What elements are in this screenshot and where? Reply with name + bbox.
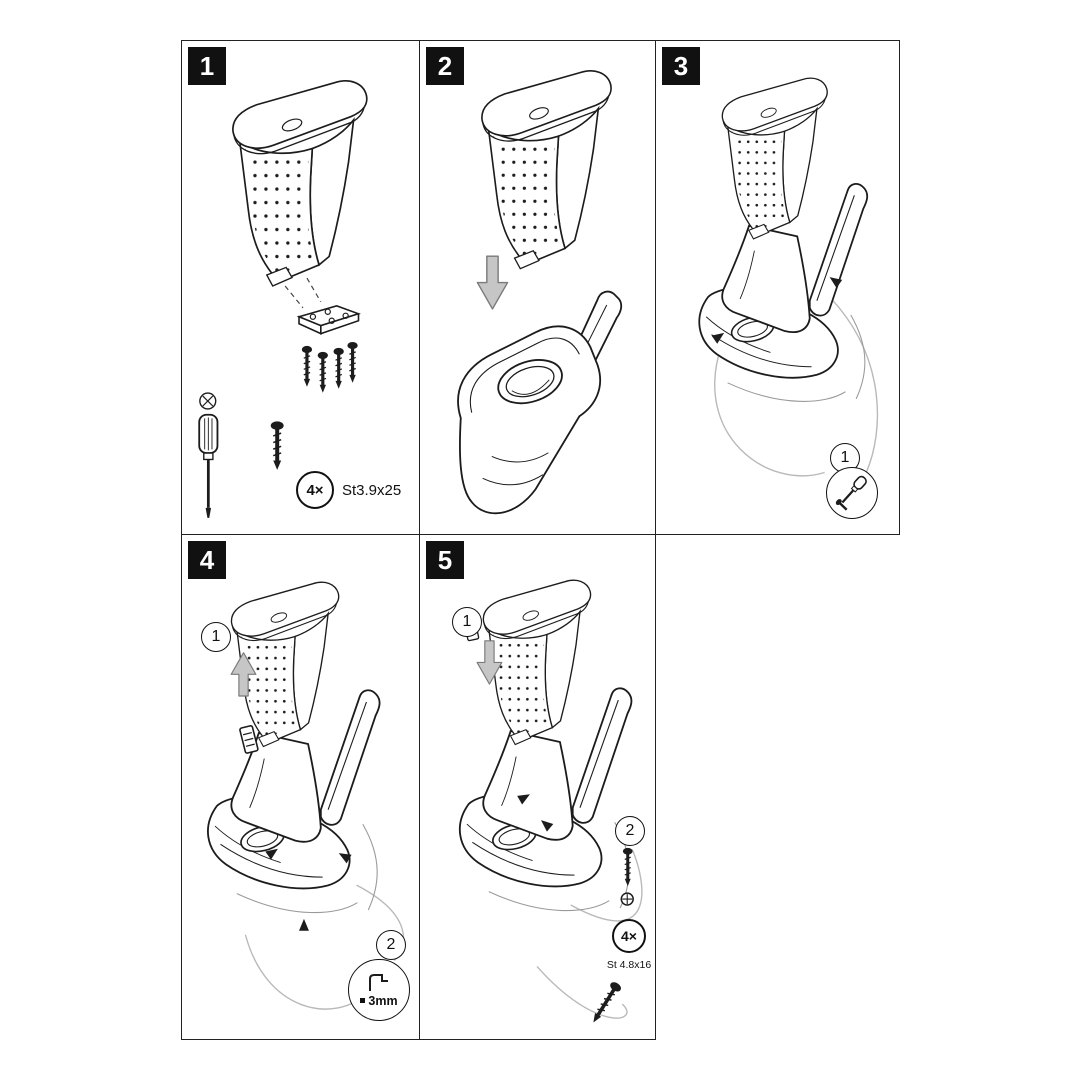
- leader-line: [830, 297, 879, 473]
- sample-screw-icon: [268, 419, 286, 472]
- arrow-down-icon: [476, 255, 509, 310]
- mounting-screw-icon: [345, 340, 360, 385]
- screwdriver-detail-circle: [826, 467, 878, 519]
- adapter-plate-icon: [298, 305, 360, 335]
- mounting-screw-icon: [300, 344, 314, 389]
- installed-armrest-drawing: [656, 41, 879, 477]
- panel-step-5: 5 1 2 4× St 4.8x16: [419, 534, 656, 1040]
- clip-detail-circle: 3mm: [348, 959, 410, 1021]
- screwdriver-icon: [197, 413, 219, 520]
- assembly-dashed-lines: [284, 277, 322, 309]
- fixing-screw-icon: [621, 846, 635, 888]
- panel-step-3: 3 1: [655, 40, 900, 535]
- panel-step-2: 2: [419, 40, 656, 535]
- callout-1: 1: [452, 607, 482, 637]
- step-number-badge: 1: [188, 47, 226, 85]
- pointer-triangle: [299, 918, 309, 931]
- clip-fasten-drawing: [420, 535, 643, 1028]
- mounting-screw-icon: [316, 350, 330, 395]
- center-console-drawing: [457, 290, 623, 515]
- step-number-badge: 2: [426, 47, 464, 85]
- step-number-badge: 4: [188, 541, 226, 579]
- leader-line: [536, 966, 628, 1019]
- callout-2: 2: [615, 816, 645, 846]
- step-number-badge: 3: [662, 47, 700, 85]
- clip-gap-label: 3mm: [368, 993, 398, 1008]
- screw-quantity-badge: 4×: [612, 919, 646, 953]
- screw-spec-label: St 4.8x16: [606, 959, 652, 971]
- callout-2: 2: [376, 930, 406, 960]
- armrest-insertion-drawing: [457, 70, 623, 515]
- installation-instructions: 1 4× St3.9x25 2 3 1: [181, 40, 900, 1040]
- step-number-badge: 5: [426, 541, 464, 579]
- screw-spec-label: St3.9x25: [342, 482, 402, 499]
- screwdriver-icon: [835, 475, 867, 511]
- callout-1: 1: [201, 622, 231, 652]
- panel-step-1: 1 4× St3.9x25: [181, 40, 420, 535]
- exploded-armrest-drawing: [197, 80, 368, 520]
- clip-icon: [369, 973, 388, 991]
- clip-thickness-square: [360, 998, 366, 1003]
- leader-line: [714, 345, 825, 477]
- screw-quantity-badge: 4×: [296, 471, 334, 509]
- slide-clip-icon: [238, 724, 260, 755]
- mounting-screw-icon: [331, 346, 346, 391]
- panel-step-4: 4 1 2 3mm: [181, 534, 420, 1040]
- leader-line: [570, 849, 643, 922]
